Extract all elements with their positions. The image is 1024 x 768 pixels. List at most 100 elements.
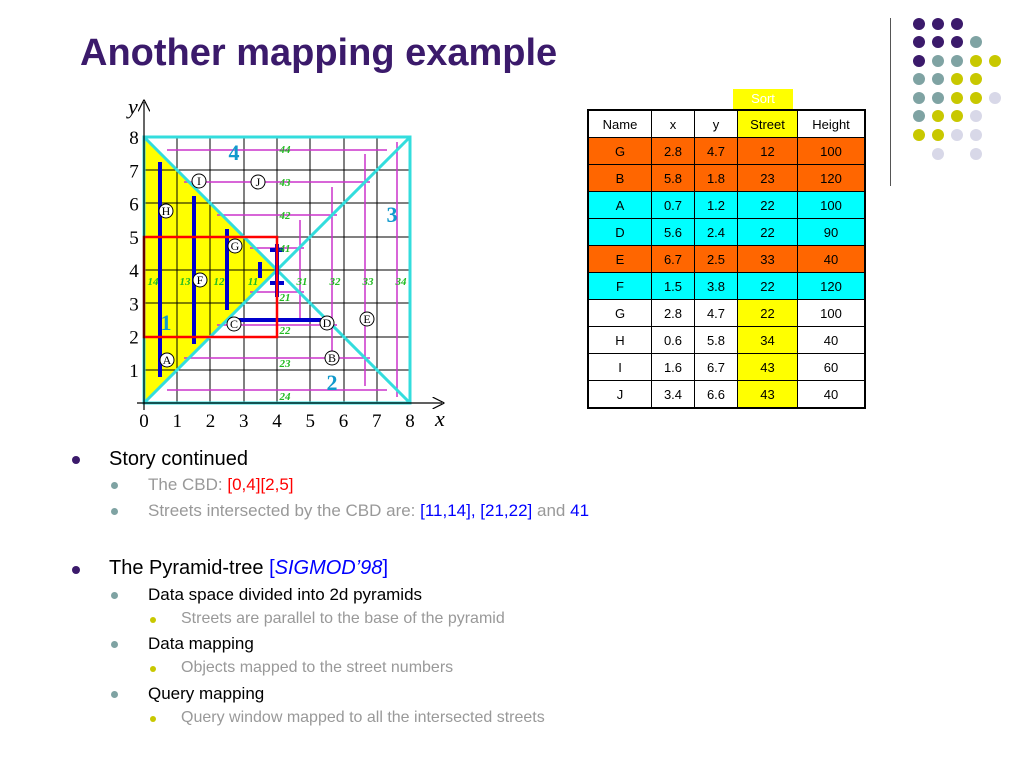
bullet-pyramid-tree: The Pyramid-tree [SIGMOD’98] — [109, 557, 388, 579]
cell-x: 5.6 — [651, 218, 695, 246]
cell-y: 2.4 — [694, 218, 738, 246]
point-label: G — [231, 239, 240, 253]
cell-x: 1.6 — [651, 353, 695, 381]
cell-street: 23 — [737, 164, 798, 192]
point-label: H — [162, 204, 171, 218]
bullet-marker — [72, 456, 80, 464]
bullet-data-space: Data space divided into 2d pyramids — [148, 585, 423, 604]
cell-street: 43 — [737, 353, 798, 381]
cell-x: 6.7 — [651, 245, 695, 273]
street-label: 44 — [279, 144, 292, 156]
cell-x: 3.4 — [651, 380, 695, 409]
cell-height: 120 — [797, 272, 866, 300]
bullet-marker — [111, 508, 118, 515]
point-marker — [250, 174, 266, 190]
y-tick-label: 3 — [129, 294, 139, 315]
cell-y: 3.8 — [694, 272, 738, 300]
street-label: 43 — [279, 177, 292, 189]
cell-street: 43 — [737, 380, 798, 409]
cell-street: 12 — [737, 137, 798, 165]
cell-height: 40 — [797, 326, 866, 354]
cell-name: E — [587, 245, 652, 273]
x-tick-label: 1 — [173, 411, 183, 432]
street-label: 23 — [279, 358, 292, 370]
pyramid-number-label: 1 — [161, 310, 172, 335]
cell-y: 5.8 — [694, 326, 738, 354]
y-tick-label: 8 — [129, 128, 139, 149]
cell-name: A — [587, 191, 652, 219]
cell-y: 2.5 — [694, 245, 738, 273]
cell-height: 60 — [797, 353, 866, 381]
bullet-objects-mapped: Objects mapped to the street numbers — [181, 659, 454, 676]
point-label: A — [163, 353, 172, 367]
street-label: 24 — [279, 391, 292, 403]
point-marker — [159, 352, 175, 368]
point-marker — [191, 173, 207, 189]
bullet-marker — [72, 566, 80, 574]
x-tick-label: 5 — [306, 411, 316, 432]
pyramid-number-label: 2 — [327, 370, 338, 395]
bullet-data-mapping: Data mapping — [148, 634, 254, 653]
street-label: 21 — [279, 292, 291, 304]
street-label: 22 — [279, 325, 292, 337]
bullet-marker — [150, 716, 156, 722]
cell-name: H — [587, 326, 652, 354]
point-marker — [319, 315, 335, 331]
street-label: 42 — [279, 210, 292, 222]
cell-name: J — [587, 380, 652, 409]
cell-name: G — [587, 137, 652, 165]
cell-y: 6.7 — [694, 353, 738, 381]
x-tick-label: 2 — [206, 411, 216, 432]
point-label: J — [256, 175, 261, 189]
sort-button[interactable]: Sort — [733, 89, 793, 109]
cell-height: 120 — [797, 164, 866, 192]
cell-street: 22 — [737, 272, 798, 300]
cell-street: 34 — [737, 326, 798, 354]
cell-y: 1.2 — [694, 191, 738, 219]
cell-x: 0.6 — [651, 326, 695, 354]
point-marker — [324, 350, 340, 366]
x-axis-label: x — [434, 406, 445, 431]
cell-x: 1.5 — [651, 272, 695, 300]
cell-street: 22 — [737, 218, 798, 246]
column-header-name: Name — [587, 109, 652, 138]
column-header-street: Street — [737, 109, 798, 138]
street-label: 32 — [329, 276, 342, 288]
cell-name: B — [587, 164, 652, 192]
bullet-streets-parallel: Streets are parallel to the base of the … — [181, 610, 505, 627]
y-axis-label: y — [126, 94, 138, 119]
x-tick-label: 8 — [405, 411, 415, 432]
y-tick-label: 6 — [129, 195, 139, 216]
y-tick-label: 5 — [129, 228, 139, 249]
cell-height: 100 — [797, 191, 866, 219]
decorative-divider — [890, 18, 891, 186]
point-marker — [192, 272, 208, 288]
cell-name: G — [587, 299, 652, 327]
bullet-query-mapping: Query mapping — [148, 684, 265, 703]
x-tick-label: 6 — [339, 411, 349, 432]
cell-street: 33 — [737, 245, 798, 273]
pyramid-number-label: 4 — [229, 140, 240, 165]
point-label: E — [363, 312, 370, 326]
bullet-marker — [111, 641, 118, 648]
bullet-query-window: Query window mapped to all the intersect… — [181, 709, 545, 726]
cell-y: 4.7 — [694, 299, 738, 327]
bullet-marker — [111, 592, 118, 599]
point-label: I — [197, 174, 201, 188]
cell-name: I — [587, 353, 652, 381]
pyramid-number-label: 3 — [387, 202, 398, 227]
y-tick-label: 2 — [129, 328, 139, 349]
cell-height: 40 — [797, 380, 866, 409]
point-marker — [359, 311, 375, 327]
street-label: 13 — [180, 276, 192, 288]
point-label: C — [230, 317, 238, 331]
